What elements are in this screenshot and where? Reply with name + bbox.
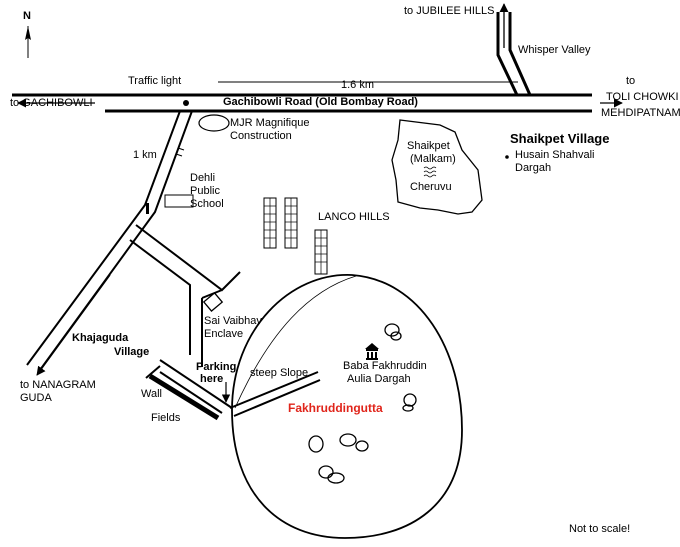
parking-label-line2: here [200,373,224,385]
jubilee-hills-label: to JUBILEE HILLS [404,5,495,17]
dargah-label-line2: Dargah [515,162,552,174]
mjr-label-line1: MJR Magnifique [230,117,310,129]
lanco-hills-label: LANCO HILLS [318,211,390,223]
mjr-site [198,114,230,132]
shaikpet-malkam-line1: Shaikpet [407,140,450,152]
branch-road [129,203,321,417]
dps-label-line1: Dehli [190,172,216,184]
jubilee-hills-road [496,3,532,96]
toli-chowki-label: TOLI CHOWKI [606,91,679,103]
boulder-icon [308,323,417,484]
husain-dargah-dot [505,155,509,159]
fields-label: Fields [151,412,181,424]
gachibowli-road-label: Gachibowli Road (Old Bombay Road) [223,96,418,108]
steep-slope-label: steep Slope [250,367,309,379]
mehdipatnam-label: MEHDIPATNAM [601,107,680,119]
sai-vaibhav-label-line1: Sai Vaibhav [204,315,262,327]
fakhruddingutta-label: Fakhruddingutta [288,401,383,415]
compass-north-label: N [23,10,31,22]
not-to-scale-note: Not to scale! [569,523,631,535]
shaikpet-lake [391,119,483,215]
shaikpet-village-label: Shaikpet Village [510,131,610,146]
shaikpet-malkam-line2: (Malkam) [410,153,456,165]
khajaguda-label-line2: Village [114,346,150,358]
dps-label-line3: School [190,198,224,210]
compass-icon [25,26,31,58]
nanagram-road [26,110,193,376]
parking-label-line1: Parking [196,361,237,373]
cheruvu-label: Cheruvu [410,181,452,193]
nanagram-label-line1: to NANAGRAM [20,379,96,391]
traffic-light-label: Traffic light [128,75,182,87]
building-icon [202,291,224,313]
whisper-valley-label: Whisper Valley [518,44,591,56]
distance-1-label: 1 km [133,149,157,161]
fakhruddingutta-hill [231,274,463,539]
mjr-label-line2: Construction [230,130,292,142]
dps-building [164,194,194,208]
gachibowli-road [12,81,623,113]
distance-1-6-label: 1.6 km [341,79,375,91]
water-icon [423,166,437,178]
gachibowli-label: to GACHIBOWLI [10,97,93,109]
wall [148,373,220,421]
toli-chowki-to-label: to [626,75,636,87]
lanco-towers [263,197,328,275]
nanagram-label-line2: GUDA [20,392,52,404]
dps-label-line2: Public [190,185,220,197]
baba-label-line1: Baba Fakhruddin [343,360,427,372]
baba-label-line2: Aulia Dargah [347,373,411,385]
dargah-icon [365,343,379,360]
traffic-light-icon [183,100,189,106]
dargah-label-line1: Husain Shahvali [515,149,595,161]
khajaguda-label-line1: Khajaguda [72,332,129,344]
wall-label: Wall [141,388,162,400]
sai-vaibhav-label-line2: Enclave [204,328,244,340]
